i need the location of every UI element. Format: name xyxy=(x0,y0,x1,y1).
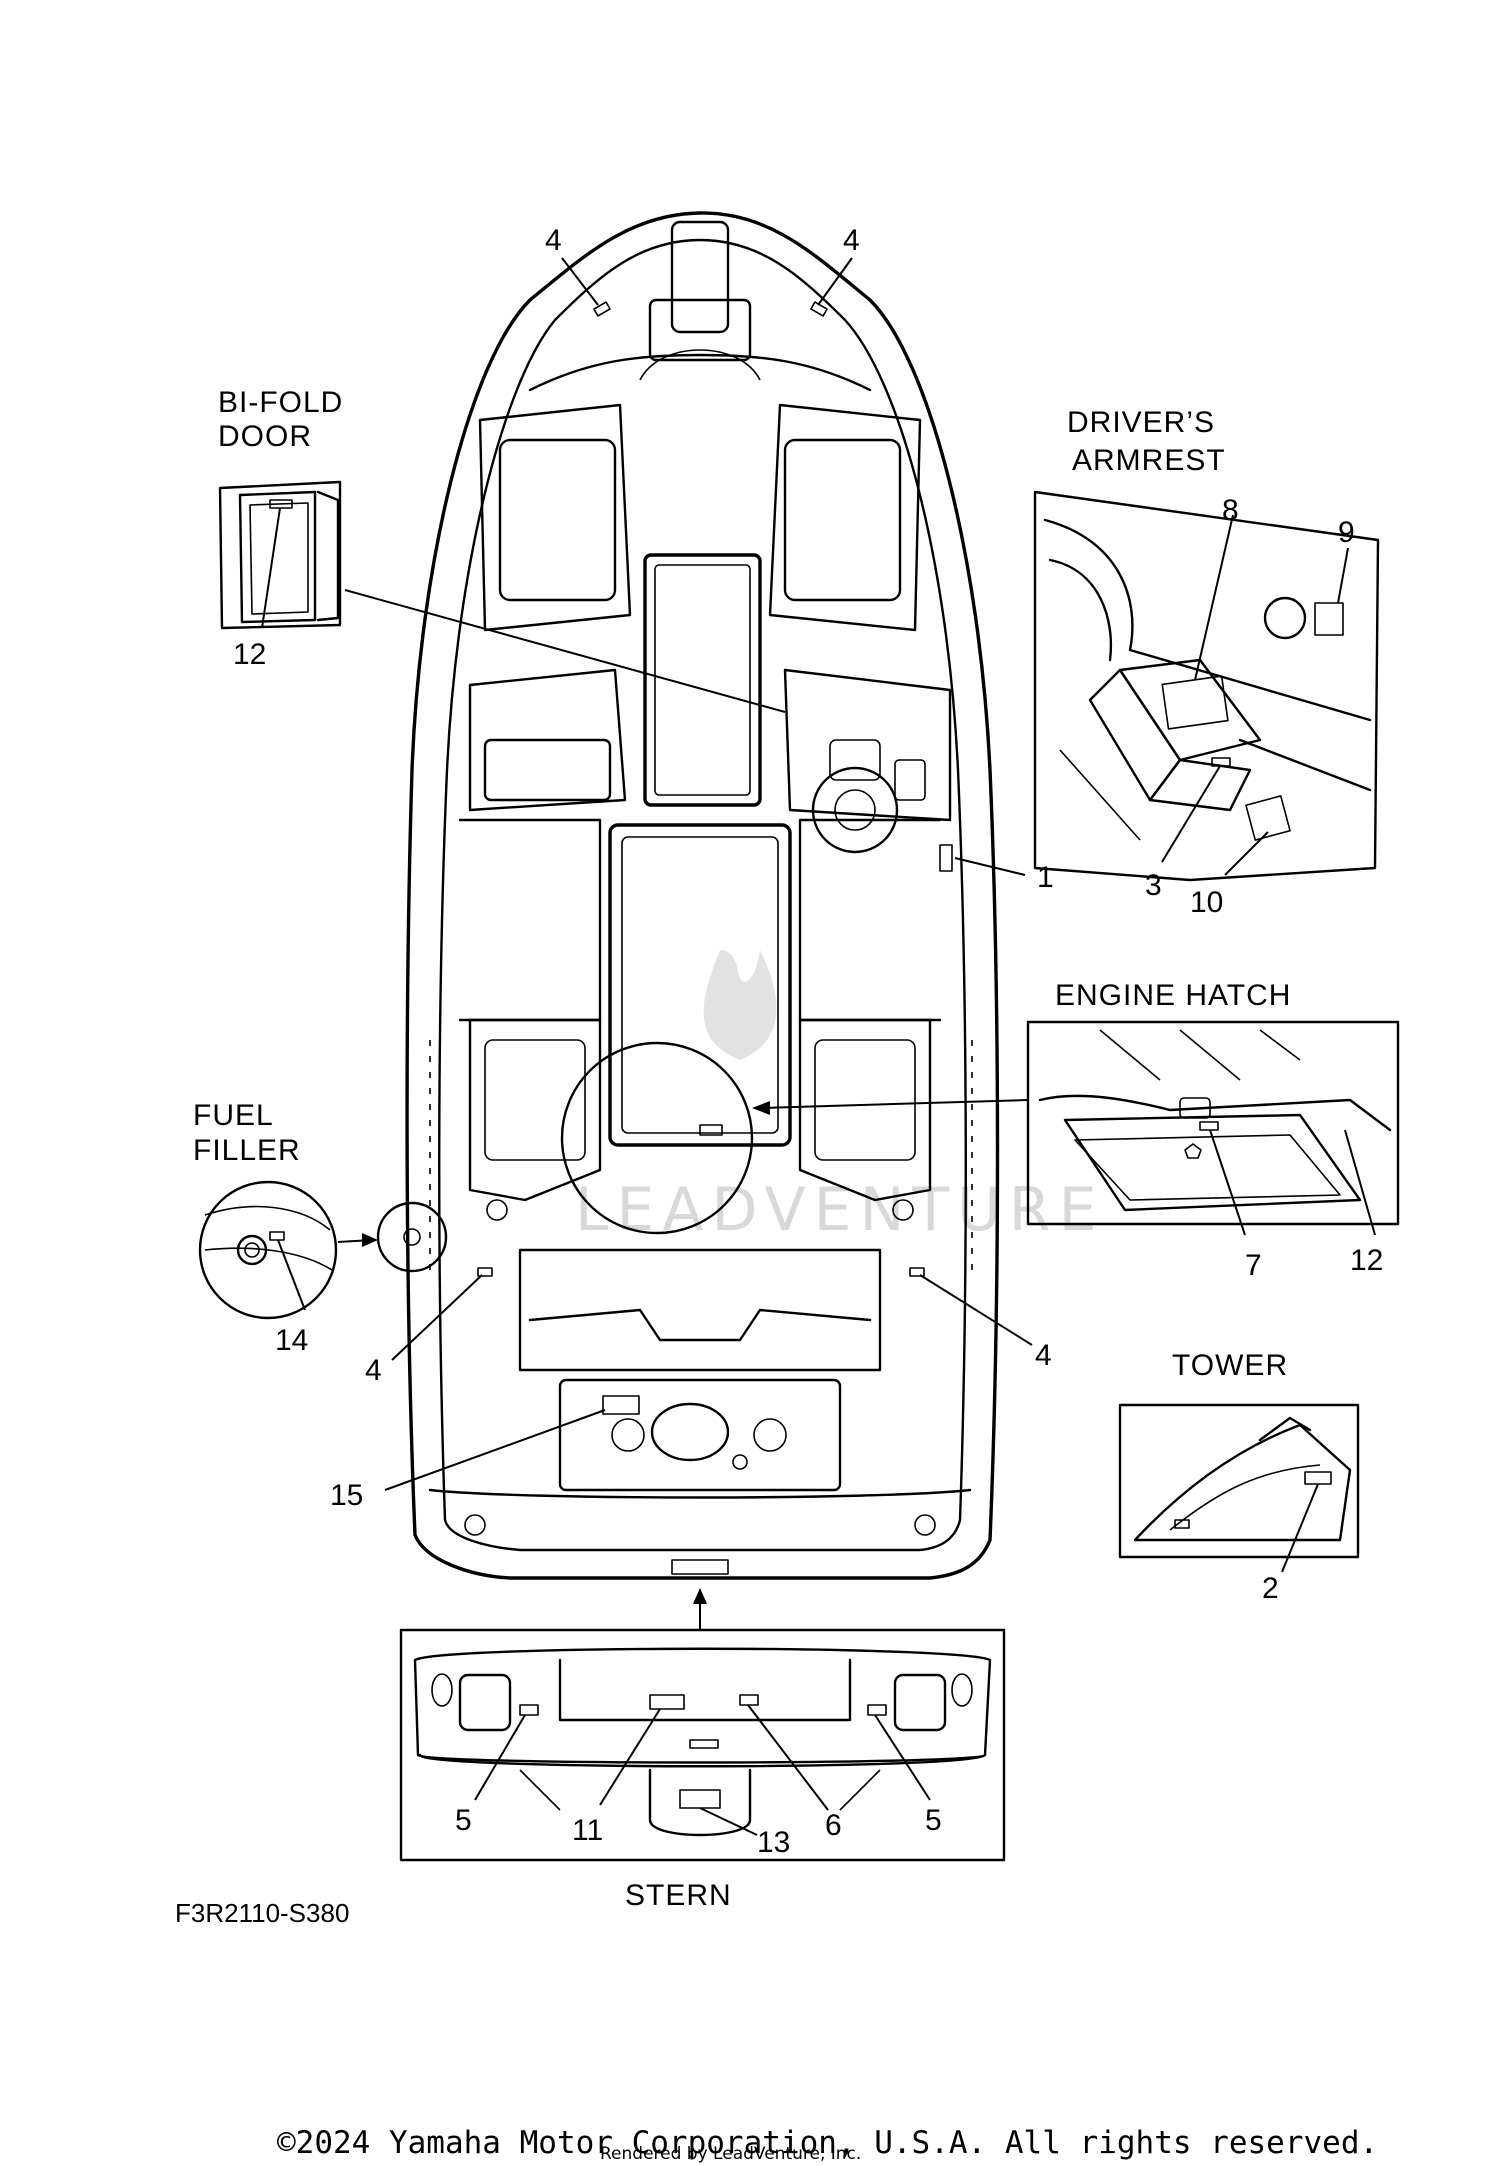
callout-bifold-12: 12 xyxy=(233,638,266,671)
bifold-door-title: BI-FOLD DOOR xyxy=(218,386,353,453)
engine-hatch-title: ENGINE HATCH xyxy=(1055,979,1291,1012)
callout-aft-left-4: 4 xyxy=(365,1354,382,1387)
tower-detail: TOWER 2 xyxy=(1118,1349,1360,1605)
callout-bow-right-4: 4 xyxy=(843,224,860,257)
callout-stern-13: 13 xyxy=(757,1826,790,1859)
watermark: LEADVENTURE xyxy=(575,950,1097,1245)
callout-item-1: 1 xyxy=(1037,861,1054,894)
callout-hatch-7: 7 xyxy=(1245,1249,1262,1282)
hull-callouts: 4 4 4 4 15 xyxy=(330,224,1052,1512)
callout-stern-5-right: 5 xyxy=(925,1804,942,1837)
fuel-filler-title-line1: FUEL xyxy=(193,1099,273,1132)
stern-title: STERN xyxy=(625,1879,732,1912)
hull-top-view xyxy=(376,211,1000,1580)
rendered-by: Rendered by LeadVenture, Inc. xyxy=(600,2144,861,2164)
tower-title: TOWER xyxy=(1172,1349,1288,1382)
copyright: ©2024 Yamaha Motor Corporation, U.S.A. A… xyxy=(277,2125,1378,2161)
callout-tower-2: 2 xyxy=(1262,1572,1279,1605)
drivers-armrest-detail: DRIVER’S ARMREST 8 9 3 10 1 xyxy=(954,406,1380,919)
fuel-filler-title: FUEL FILLER xyxy=(193,1099,301,1167)
callout-aft-right-4: 4 xyxy=(1035,1339,1052,1372)
callout-fuel-14: 14 xyxy=(275,1324,308,1357)
drivers-armrest-title: DRIVER’S ARMREST xyxy=(1067,406,1226,477)
callout-stern-5-left: 5 xyxy=(455,1804,472,1837)
callout-item-15: 15 xyxy=(330,1479,363,1512)
fuel-filler-title-line2: FILLER xyxy=(193,1134,301,1167)
callout-armrest-8: 8 xyxy=(1222,494,1239,527)
fuel-filler-detail: FUEL FILLER 14 xyxy=(193,1099,378,1357)
drivers-armrest-title-line1: DRIVER’S xyxy=(1067,406,1215,439)
figure-code: F3R2110-S380 xyxy=(175,1898,349,1928)
engine-hatch-detail: ENGINE HATCH 7 12 xyxy=(752,979,1400,1282)
callout-armrest-10: 10 xyxy=(1190,886,1223,919)
callout-bow-left-4: 4 xyxy=(545,224,562,257)
callout-armrest-9: 9 xyxy=(1338,516,1355,549)
bifold-door-title-line1: BI-FOLD xyxy=(218,386,343,419)
bifold-door-title-line2: DOOR xyxy=(218,420,312,453)
stern-detail: 5 11 13 6 5 STERN xyxy=(399,1588,1006,1912)
callout-hatch-12: 12 xyxy=(1350,1244,1383,1277)
bifold-door-detail: BI-FOLD DOOR 12 xyxy=(218,386,786,713)
callout-stern-6: 6 xyxy=(825,1809,842,1842)
callout-armrest-3: 3 xyxy=(1145,869,1162,902)
drivers-armrest-title-line2: ARMREST xyxy=(1072,444,1226,477)
callout-stern-11: 11 xyxy=(572,1814,603,1847)
